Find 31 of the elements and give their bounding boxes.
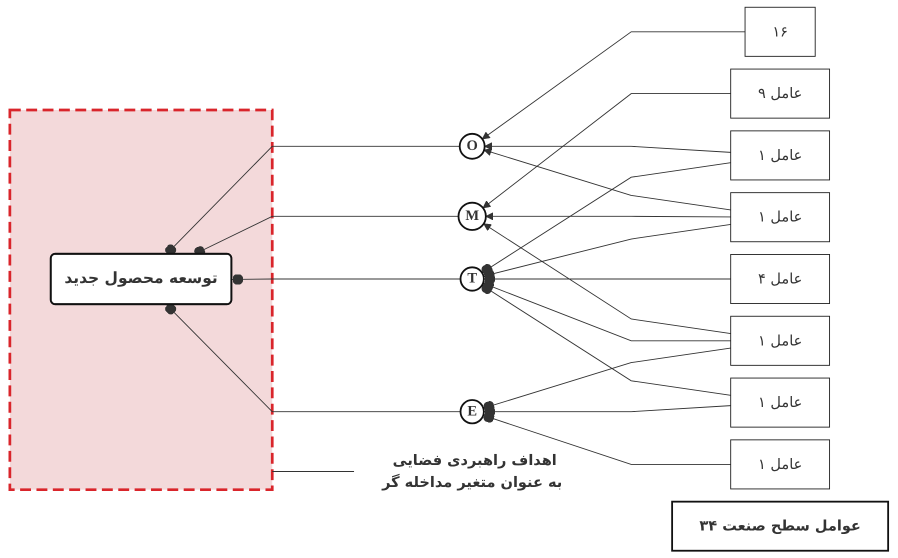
node-box: ۳۴ عوامل سطح صنعت	[671, 500, 890, 552]
connector	[482, 162, 732, 275]
node-circle: M	[458, 202, 487, 231]
connector	[165, 303, 461, 412]
cluster	[8, 108, 274, 492]
node-box: ۱ عامل	[730, 316, 830, 366]
node-circle: E	[460, 399, 485, 424]
connector	[231, 274, 461, 285]
arrow	[483, 223, 732, 334]
arrow	[484, 148, 732, 210]
node-box: ۱۶	[744, 6, 816, 57]
connector	[483, 274, 732, 284]
node-text: اهداف راهبردی فضایی به عنوان متغیر مداخله گر	[382, 452, 562, 491]
node-box: ۱ عامل	[730, 378, 830, 428]
node-box: ۱ عامل	[730, 192, 830, 242]
arrow	[482, 31, 746, 140]
node-circle: T	[460, 266, 485, 292]
node-box: ۹ عامل	[730, 68, 830, 119]
arrow	[486, 212, 732, 220]
connector	[272, 471, 354, 472]
connector	[482, 280, 732, 342]
connector	[482, 348, 732, 412]
arrow	[484, 142, 732, 153]
node-box: ۱ عامل	[730, 439, 830, 490]
connector	[165, 146, 460, 256]
node-box: ۴ عامل	[730, 254, 830, 304]
connector	[483, 405, 732, 418]
connector	[482, 412, 732, 465]
arrow	[482, 93, 732, 208]
node-circle: O	[458, 132, 486, 160]
node-box: ۱ عامل	[730, 130, 830, 180]
